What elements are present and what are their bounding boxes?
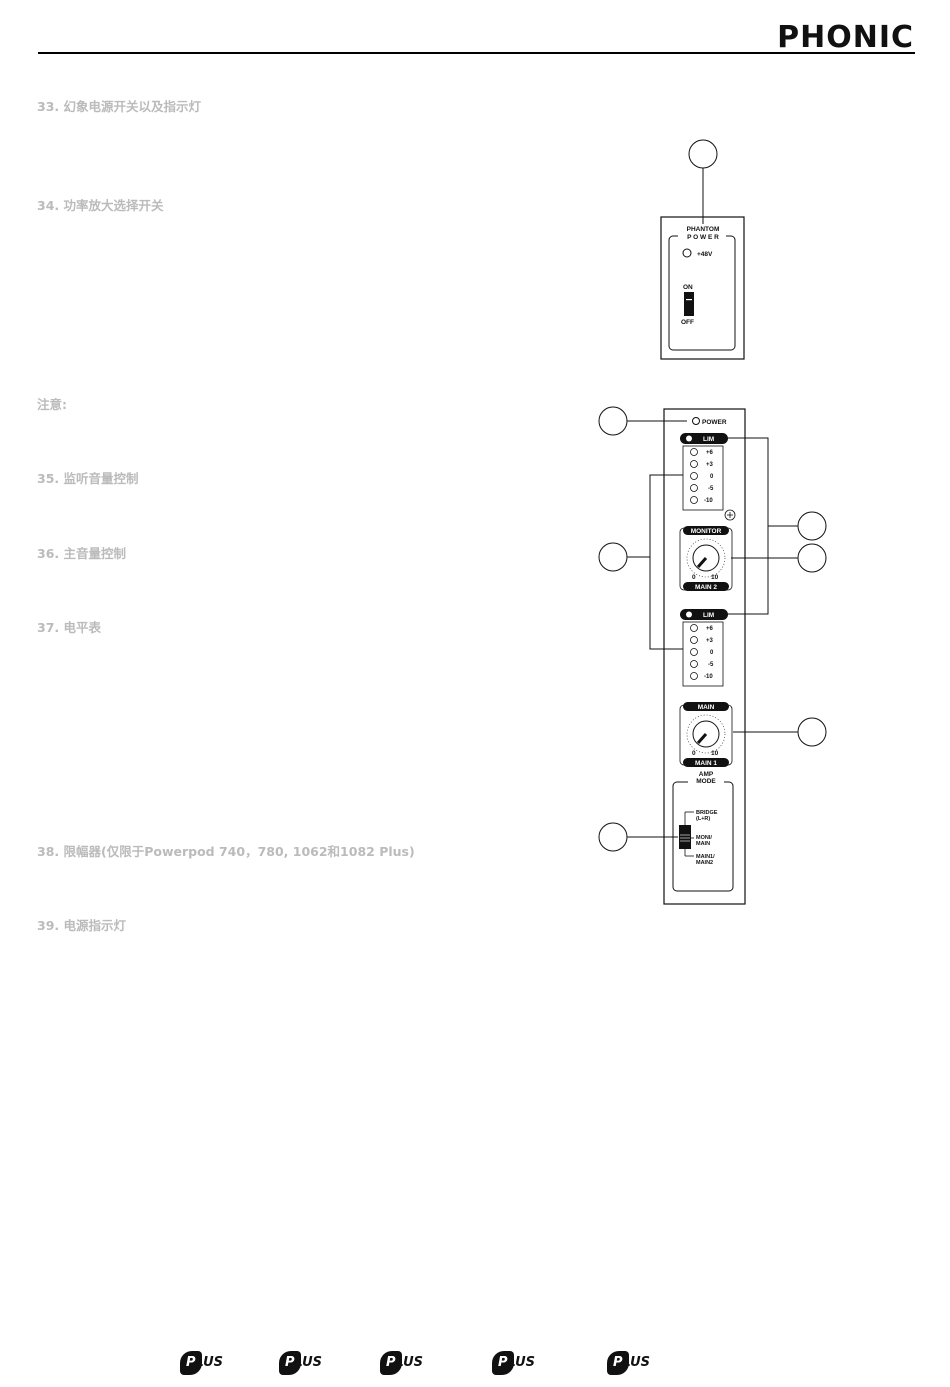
amp-mode-opt1-line1: BRIDGE xyxy=(696,810,718,816)
main-knob-max: 10 xyxy=(711,750,719,757)
amp-mode-opt2-line2: MAIN xyxy=(696,841,710,847)
plus-logo-text: PLUS xyxy=(498,1355,536,1370)
power-label: POWER xyxy=(702,419,727,426)
meter-upper-level-3: 0 xyxy=(710,474,714,480)
plus-logo-text: PLUS xyxy=(613,1355,651,1370)
amp-mode-block: AMP MODE BRIDGE (L+R) MONI/ MAIN MAIN1/ … xyxy=(672,770,734,892)
plus-logo: PLUS xyxy=(180,1351,232,1375)
lim-label-upper: LIM xyxy=(703,436,714,443)
main-knob[interactable] xyxy=(692,720,720,748)
screw-icon xyxy=(724,509,736,521)
section-34-heading: 34. 功率放大选择开关 xyxy=(37,198,164,213)
brand-logo: PHONIC xyxy=(777,20,914,55)
monitor-knob-min: 0 xyxy=(692,574,696,581)
level-meter-upper: LIM +6 +3 0 -5 -10 xyxy=(680,433,728,511)
callout-circle-meter xyxy=(598,542,628,572)
phantom-title-bottom: P O W E R xyxy=(687,234,719,241)
section-37-heading: 37. 电平表 xyxy=(37,620,101,635)
amp-mode-title-top: AMP xyxy=(699,771,714,778)
callout-circle-phantom xyxy=(688,139,718,169)
callout-line-limiter xyxy=(728,437,769,615)
plus-logo-text: PLUS xyxy=(386,1355,424,1370)
phantom-panel-frame xyxy=(660,216,745,360)
amp-mode-opt1-line2: (L+R) xyxy=(696,816,710,822)
phantom-led-label: +48V xyxy=(697,251,713,258)
meter-lower-level-5: -10 xyxy=(704,674,713,680)
meter-upper-level-2: +3 xyxy=(706,462,714,468)
header-rule xyxy=(38,52,915,54)
monitor-knob-block: MONITOR 0 10 MAIN 2 xyxy=(679,526,733,591)
main-panel-frame xyxy=(663,408,746,905)
phantom-switch-on: ON xyxy=(683,284,693,291)
main-knob-sublabel: MAIN 1 xyxy=(695,760,717,767)
section-39-heading: 39. 电源指示灯 xyxy=(37,918,126,933)
main-knob-label: MAIN xyxy=(698,704,715,711)
meter-lower-level-3: 0 xyxy=(710,650,714,656)
plus-logo-text: PLUS xyxy=(186,1355,224,1370)
callout-circle-main xyxy=(797,717,827,747)
meter-lower-level-2: +3 xyxy=(706,638,714,644)
phantom-title-top: PHANTOM xyxy=(687,226,720,233)
power-led xyxy=(692,417,700,425)
lim-label-lower: LIM xyxy=(703,612,714,619)
callout-circle-monitor xyxy=(797,543,827,573)
plus-logo: PLUS xyxy=(607,1351,659,1375)
monitor-knob-label: MONITOR xyxy=(691,528,722,535)
phantom-power-panel: PHANTOM P O W E R +48V ON OFF xyxy=(660,139,745,360)
main-knob-block: MAIN 0 10 MAIN 1 xyxy=(679,702,733,767)
amp-mode-opt2-line1: MONI/ xyxy=(696,835,712,841)
phantom-switch-off: OFF xyxy=(681,319,694,326)
amp-mode-opt3-line2: MAIN2 xyxy=(696,860,713,866)
callout-circle-power xyxy=(598,406,628,436)
monitor-knob-max: 10 xyxy=(711,574,719,581)
plus-logo: PLUS xyxy=(279,1351,331,1375)
main-knob-min: 0 xyxy=(692,750,696,757)
callout-circle-ampmode xyxy=(598,822,628,852)
callout-circle-limiter xyxy=(797,511,827,541)
phantom-switch[interactable] xyxy=(684,292,694,316)
meter-upper-level-5: -10 xyxy=(704,498,713,504)
amp-mode-switch[interactable] xyxy=(679,825,691,849)
section-35-heading: 35. 监听音量控制 xyxy=(37,471,139,486)
main-control-panel: POWER LIM +6 +3 0 -5 -10 xyxy=(598,406,827,905)
section-38-heading: 38. 限幅器(仅限于Powerpod 740，780, 1062和1082 P… xyxy=(37,844,415,859)
meter-upper-level-4: -5 xyxy=(708,486,714,492)
section-36-heading: 36. 主音量控制 xyxy=(37,546,126,561)
level-meter-lower: LIM +6 +3 0 -5 -10 xyxy=(680,609,728,687)
plus-logo-text: PLUS xyxy=(285,1355,323,1370)
monitor-knob-sublabel: MAIN 2 xyxy=(695,584,717,591)
note-heading: 注意: xyxy=(37,397,67,412)
callout-line-meter xyxy=(649,474,683,650)
amp-mode-title-bottom: MODE xyxy=(696,778,716,785)
monitor-knob[interactable] xyxy=(692,544,720,572)
amp-mode-opt3-line1: MAIN1/ xyxy=(696,854,715,860)
plus-logo: PLUS xyxy=(380,1351,432,1375)
meter-upper-level-1: +6 xyxy=(706,450,714,456)
meter-lower-level-1: +6 xyxy=(706,626,714,632)
phantom-led xyxy=(682,248,692,258)
plus-logo: PLUS xyxy=(492,1351,544,1375)
meter-lower-level-4: -5 xyxy=(708,662,714,668)
section-33-heading: 33. 幻象电源开关以及指示灯 xyxy=(37,99,201,114)
